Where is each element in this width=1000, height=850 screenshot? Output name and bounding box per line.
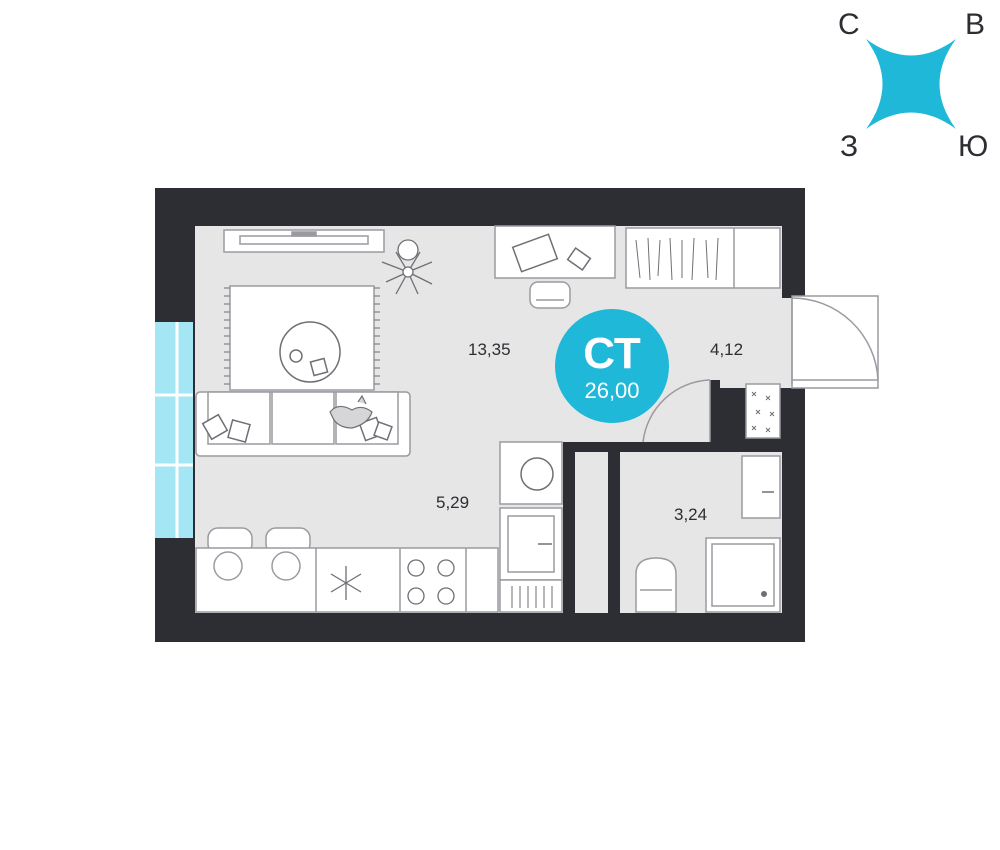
washing-machine bbox=[499, 441, 563, 505]
shower bbox=[705, 537, 781, 613]
compass-north-label: С bbox=[838, 8, 860, 41]
compass-west-label: З bbox=[840, 130, 859, 163]
plant-icon bbox=[381, 239, 433, 295]
sofa bbox=[195, 391, 411, 457]
bathroom-area: 3,24 bbox=[674, 505, 707, 524]
tv-stand bbox=[223, 229, 385, 253]
bathroom-sink bbox=[741, 455, 781, 519]
compass-east-label: В bbox=[965, 8, 986, 41]
desk-chair bbox=[529, 281, 571, 309]
toilet bbox=[635, 557, 677, 613]
entrance-door bbox=[791, 295, 879, 389]
apartment-total-area: 26,00 bbox=[584, 378, 639, 403]
compass-star-icon bbox=[866, 39, 956, 129]
coffee-table bbox=[279, 321, 341, 383]
cat-icon bbox=[329, 394, 373, 429]
dishwasher bbox=[499, 579, 563, 613]
desk bbox=[494, 225, 616, 279]
kitchen-sink bbox=[499, 507, 563, 581]
kitchen-area: 5,29 bbox=[436, 493, 469, 512]
compass-south-label: Ю bbox=[958, 130, 989, 163]
bathroom-door bbox=[642, 379, 711, 443]
kitchen-counter bbox=[195, 547, 499, 613]
stove bbox=[407, 559, 455, 605]
shoe-rack bbox=[745, 383, 781, 439]
living-room-area: 13,35 bbox=[468, 340, 511, 359]
interior-walls bbox=[563, 226, 792, 613]
snowflake-icon bbox=[330, 566, 362, 600]
wardrobe bbox=[625, 227, 781, 289]
window bbox=[155, 322, 193, 538]
hall-area: 4,12 bbox=[710, 340, 743, 359]
apartment-type: СТ bbox=[583, 329, 641, 378]
apartment-badge: СТ 26,00 bbox=[555, 309, 669, 423]
